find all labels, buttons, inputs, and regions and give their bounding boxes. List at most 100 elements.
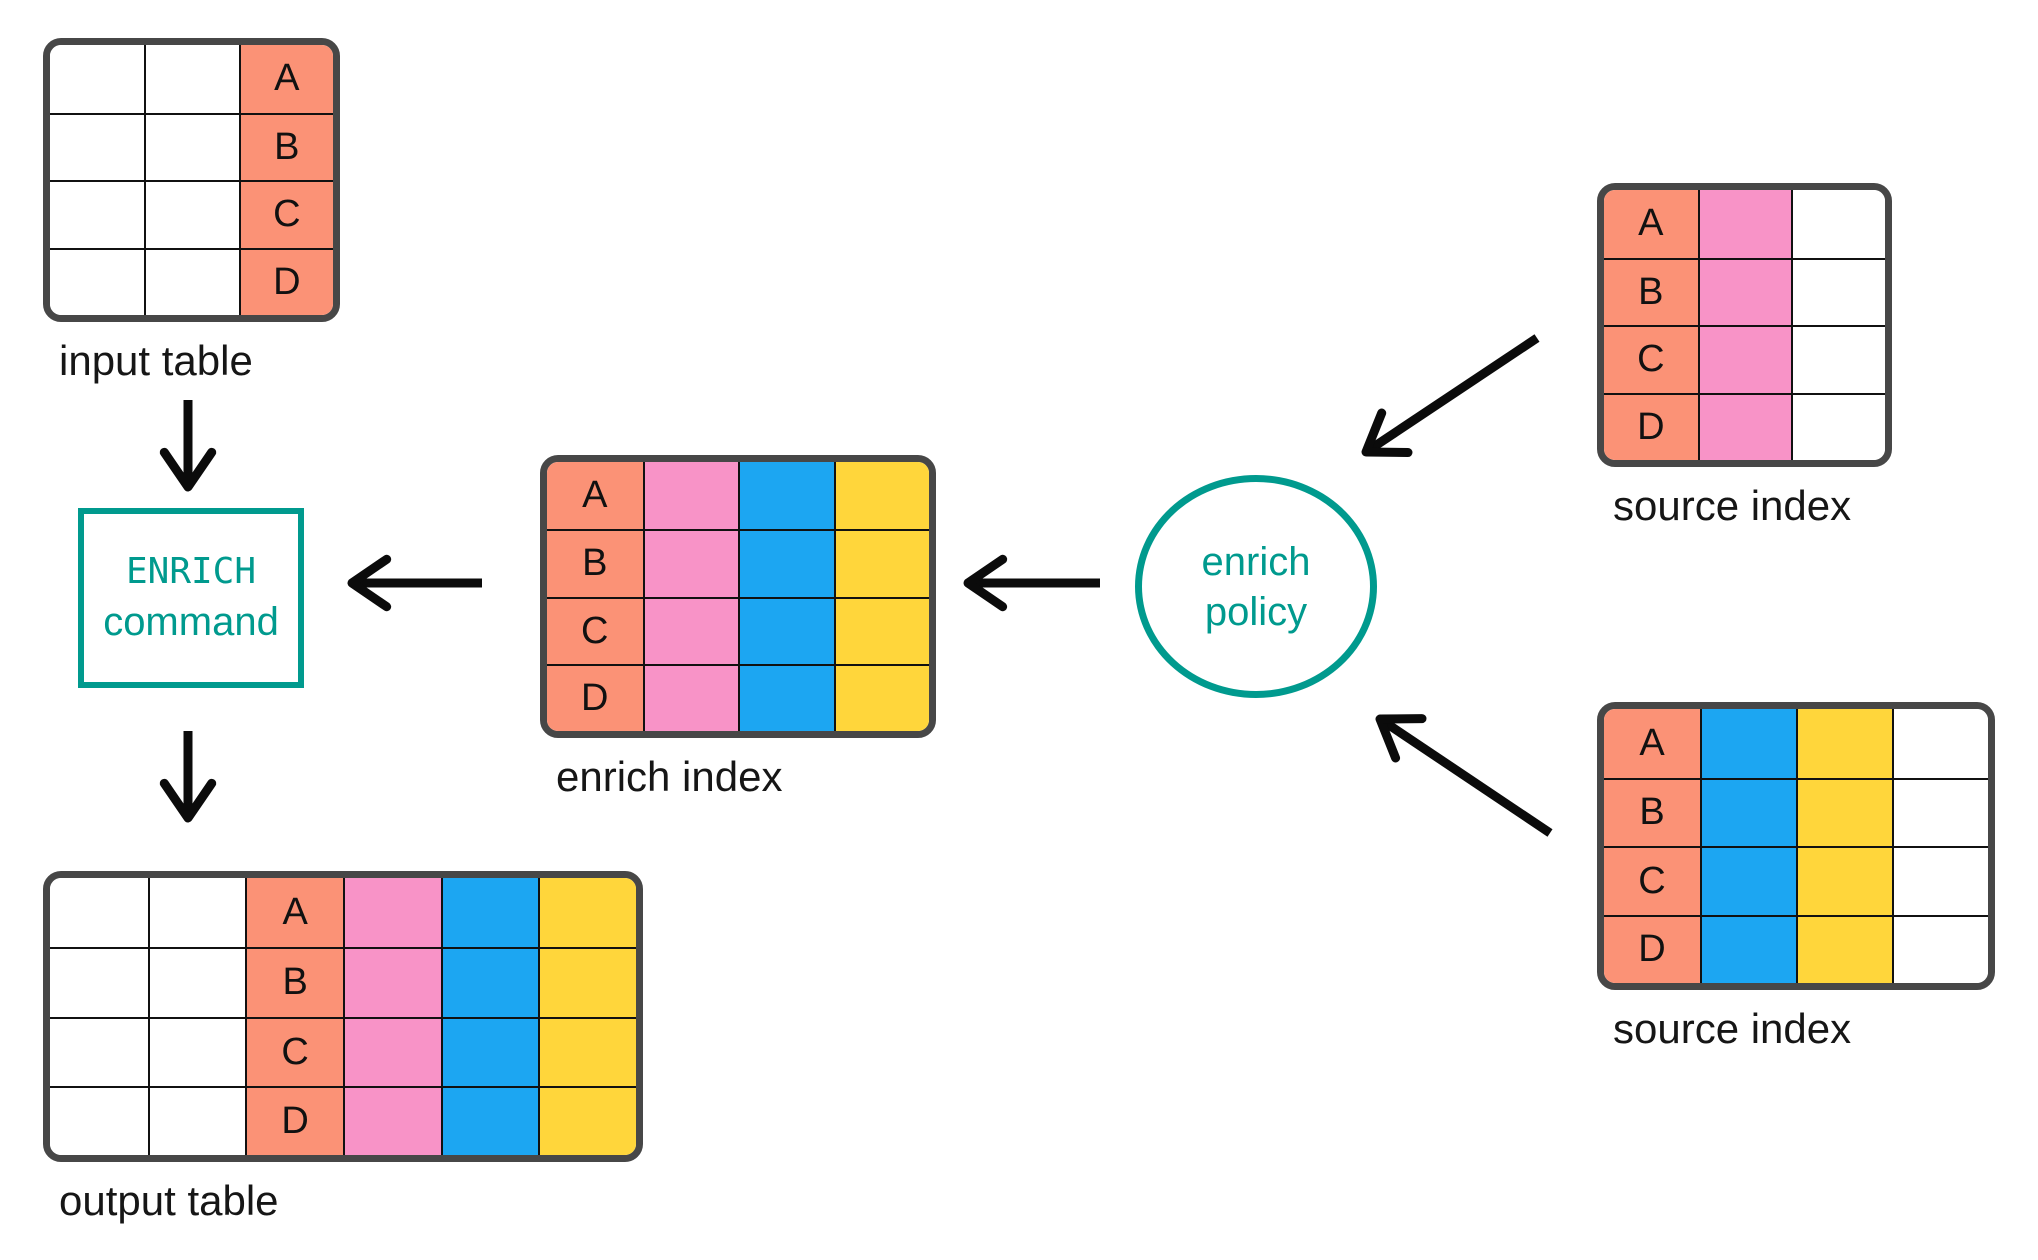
value-cell bbox=[642, 663, 738, 731]
value-cell bbox=[50, 1016, 148, 1086]
value-cell bbox=[50, 180, 145, 248]
arrow-source-index-top-to-enrich-policy bbox=[1361, 334, 1540, 458]
value-cell bbox=[1791, 392, 1885, 460]
value-cell bbox=[1796, 914, 1892, 983]
value-cell bbox=[1892, 914, 1988, 983]
input-table-label: input table bbox=[59, 337, 253, 384]
value-cell bbox=[1700, 846, 1796, 915]
arrow-input-table-to-enrich-command bbox=[159, 400, 217, 492]
value-cell bbox=[738, 529, 834, 597]
output-table-label: output table bbox=[59, 1177, 279, 1224]
value-cell bbox=[342, 947, 441, 1017]
arrow-enrich-policy-to-enrich-index bbox=[963, 554, 1100, 612]
value-cell bbox=[440, 1085, 539, 1155]
value-cell bbox=[50, 112, 145, 180]
value-cell bbox=[833, 596, 929, 664]
key-cell: C bbox=[1604, 846, 1700, 915]
value-cell bbox=[342, 1085, 441, 1155]
key-cell: B bbox=[1604, 257, 1698, 325]
key-cell: B bbox=[245, 947, 343, 1017]
value-cell bbox=[538, 878, 636, 948]
key-cell: D bbox=[1604, 392, 1698, 460]
value-cell bbox=[1796, 709, 1892, 778]
arrow-source-index-bottom-to-enrich-policy bbox=[1375, 714, 1553, 837]
enrich-index-label: enrich index bbox=[556, 753, 783, 800]
value-cell bbox=[50, 247, 145, 315]
key-cell: B bbox=[1604, 777, 1700, 846]
key-cell: D bbox=[245, 1085, 343, 1155]
value-cell bbox=[642, 529, 738, 597]
key-cell: B bbox=[547, 529, 643, 597]
value-cell bbox=[1892, 709, 1988, 778]
value-cell bbox=[50, 1085, 148, 1155]
value-cell bbox=[1791, 257, 1885, 325]
key-cell: A bbox=[245, 878, 343, 948]
enrich-policy-text-line: enrich bbox=[1201, 539, 1311, 584]
source-index-top-label: source index bbox=[1613, 482, 1852, 529]
key-cell: C bbox=[245, 1016, 343, 1086]
value-cell bbox=[1892, 777, 1988, 846]
value-cell bbox=[147, 1016, 246, 1086]
key-cell: A bbox=[1604, 709, 1700, 778]
value-cell bbox=[50, 878, 148, 948]
key-cell: D bbox=[238, 247, 333, 315]
key-cell: C bbox=[547, 596, 643, 664]
value-cell bbox=[147, 878, 246, 948]
key-cell: C bbox=[1604, 325, 1698, 393]
value-cell bbox=[342, 1016, 441, 1086]
source-index-bottom-label: source index bbox=[1613, 1005, 1852, 1052]
value-cell bbox=[342, 878, 441, 948]
value-cell bbox=[144, 112, 239, 180]
value-cell bbox=[833, 462, 929, 530]
key-cell: D bbox=[547, 663, 643, 731]
value-cell bbox=[144, 247, 239, 315]
key-cell: C bbox=[238, 180, 333, 248]
value-cell bbox=[538, 1085, 636, 1155]
value-cell bbox=[1697, 325, 1792, 393]
value-cell bbox=[440, 878, 539, 948]
value-cell bbox=[538, 947, 636, 1017]
value-cell bbox=[833, 663, 929, 731]
arrow-enrich-command-to-output-table bbox=[159, 731, 217, 823]
value-cell bbox=[1796, 846, 1892, 915]
key-cell: A bbox=[238, 45, 333, 113]
value-cell bbox=[642, 462, 738, 530]
key-cell: B bbox=[238, 112, 333, 180]
value-cell bbox=[738, 596, 834, 664]
value-cell bbox=[147, 947, 246, 1017]
value-cell bbox=[1700, 709, 1796, 778]
value-cell bbox=[538, 1016, 636, 1086]
value-cell bbox=[50, 45, 145, 113]
value-cell bbox=[1796, 777, 1892, 846]
key-cell: A bbox=[547, 462, 643, 530]
value-cell bbox=[833, 529, 929, 597]
value-cell bbox=[440, 1016, 539, 1086]
value-cell bbox=[1697, 190, 1792, 258]
value-cell bbox=[144, 45, 239, 113]
value-cell bbox=[1892, 846, 1988, 915]
enrich-policy: enrich policy bbox=[1135, 475, 1377, 698]
enrich-policy-text-line: policy bbox=[1204, 589, 1308, 634]
arrow-enrich-index-to-enrich-command bbox=[347, 554, 482, 612]
value-cell bbox=[1697, 392, 1792, 460]
value-cell bbox=[1791, 190, 1885, 258]
value-cell bbox=[440, 947, 539, 1017]
enrich-command-text-line: ENRICH bbox=[125, 551, 257, 593]
value-cell bbox=[1700, 914, 1796, 983]
value-cell bbox=[642, 596, 738, 664]
value-cell bbox=[144, 180, 239, 248]
value-cell bbox=[738, 663, 834, 731]
key-cell: D bbox=[1604, 914, 1700, 983]
value-cell bbox=[50, 947, 148, 1017]
value-cell bbox=[738, 462, 834, 530]
key-cell: A bbox=[1604, 190, 1698, 258]
value-cell bbox=[1697, 257, 1792, 325]
